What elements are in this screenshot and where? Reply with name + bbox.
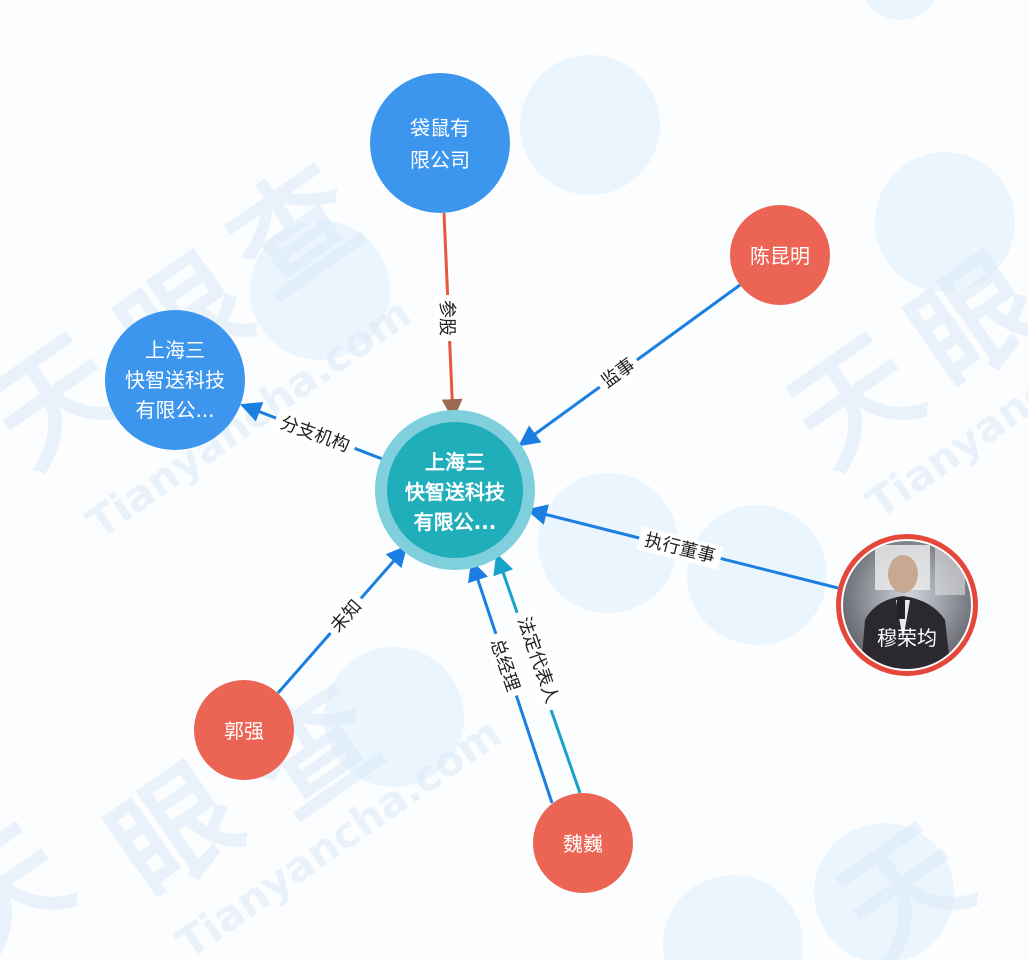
branch-label-line-1: 上海三 [145,338,205,362]
background-circle [663,875,803,960]
edge-label-background [509,607,567,713]
node-person-mujunjun[interactable]: 穆荣均 [836,534,980,680]
node-person-chenkunming[interactable]: 陈昆明 [730,205,830,305]
center-label-line-1: 上海三 [425,450,485,474]
branch-label-line-3: 有限公... [135,398,214,422]
person-photo [843,541,971,669]
node-person-guoqiang[interactable]: 郭强 [194,680,294,780]
edge-label-background [636,526,724,570]
daishu-label-line-1: 袋鼠有 [410,116,470,140]
background-circle [814,823,954,960]
background-circle [875,152,1015,292]
background-circle [865,0,935,20]
center-label-line-3: 有限公... [414,510,497,534]
background-circle [520,55,660,195]
edge-label-background [271,408,359,460]
person-circle [730,205,830,305]
person-circle [194,680,294,780]
company-circle [105,310,245,450]
node-person-weiwei[interactable]: 魏巍 [533,793,633,893]
nodes: 上海三 快智送科技 有限公... 袋鼠有 限公司 上海三 快智送科技 有限公..… [105,73,980,893]
edge-label-text: 分支机构 [277,412,352,456]
watermark-char-1b: 天 [0,801,95,960]
background-circle [538,473,678,613]
edge-label-background [321,590,371,642]
daishu-label-line-2: 限公司 [410,148,470,172]
edge-label: 参股 [435,295,459,341]
center-label-line-2: 快智送科技 [405,480,506,504]
edge-label: 监事 [592,349,644,397]
weiwei-label: 魏巍 [563,832,603,856]
guoqiang-label: 郭强 [224,719,264,743]
edge-label-text: 参股 [436,300,457,336]
background-decoration [250,0,1015,960]
center-circle [387,422,523,558]
edge-label-background [435,295,459,341]
node-company-branch[interactable]: 上海三 快智送科技 有限公... [105,310,245,450]
branch-label-line-2: 快智送科技 [125,368,225,392]
mujunjun-label: 穆荣均 [877,626,937,650]
chenkunming-label: 陈昆明 [750,244,810,268]
edge-daishu-center[interactable]: 参股 [435,212,463,421]
edge-label: 分支机构 [271,408,359,460]
background-circle [250,220,390,360]
background-circle [687,505,827,645]
person-circle [533,793,633,893]
edge-label-background [483,630,527,700]
company-circle [370,73,510,213]
edge-chenkunming-center[interactable]: 监事 [518,283,741,447]
edge-label-background [592,349,644,397]
node-center-company[interactable]: 上海三 快智送科技 有限公... [375,410,535,570]
background-circle [324,647,464,787]
node-company-daishu[interactable]: 袋鼠有 限公司 [370,73,510,213]
